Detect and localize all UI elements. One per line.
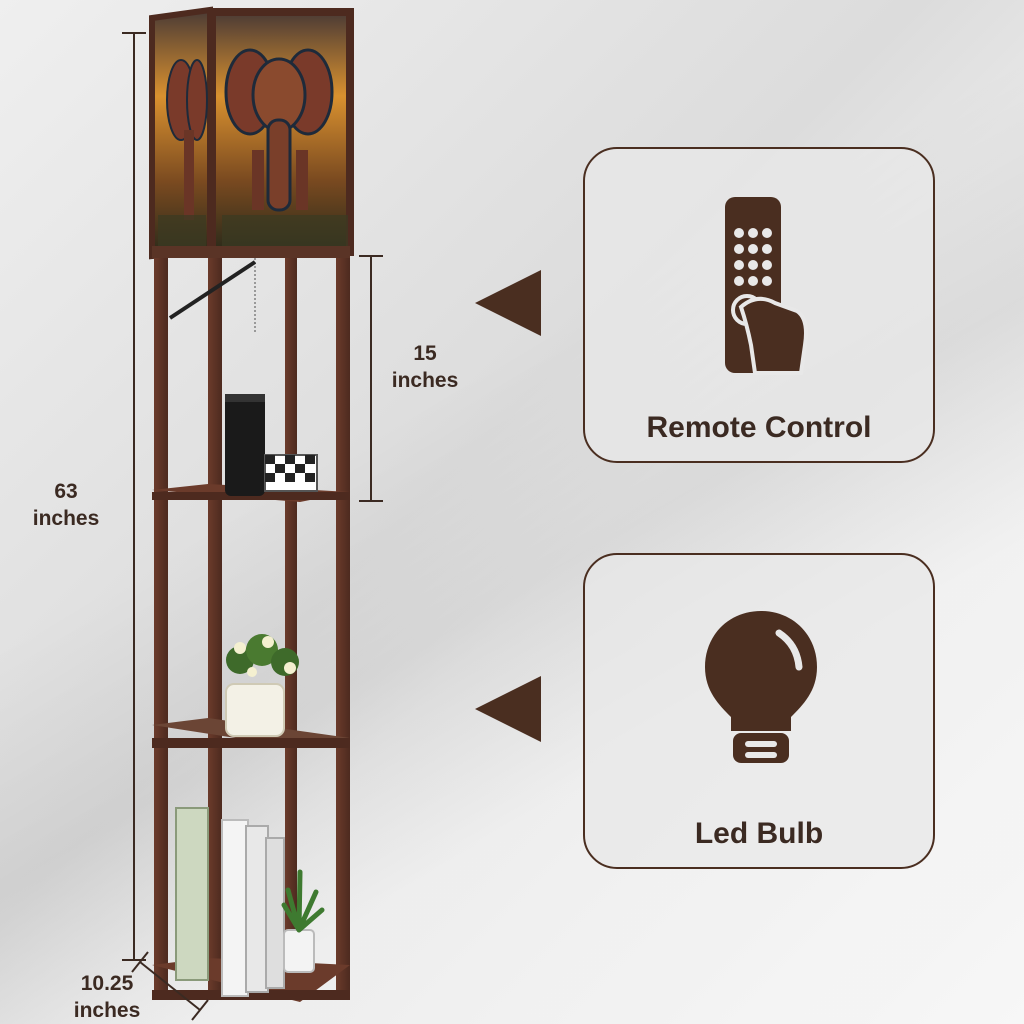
pointer-arrow-remote: [475, 270, 541, 336]
speaker: [225, 394, 265, 496]
pointer-arrow-bulb: [475, 676, 541, 742]
elephant-artwork-side: [158, 59, 208, 250]
feature-card-remote-control: Remote Control: [583, 147, 935, 463]
shelf-gap-value: 15: [413, 342, 437, 365]
pull-chain: [168, 258, 257, 332]
shelf-gap-label: 15 inches: [378, 340, 472, 394]
height-label: 63 inches: [20, 478, 112, 532]
remote-control-icon: [725, 197, 808, 375]
led-bulb-label: Led Bulb: [694, 817, 824, 850]
checkerboard: [264, 454, 318, 492]
flower-pot: [225, 634, 299, 737]
depth-dimension-line: [131, 951, 209, 1021]
depth-value: 10.25: [80, 972, 134, 995]
shelf-gap-dimension-line: [359, 255, 383, 502]
elephant-artwork-front: [222, 48, 348, 250]
depth-label: 10.25 inches: [58, 970, 156, 1024]
depth-unit: inches: [73, 999, 141, 1022]
remote-control-label: Remote Control: [646, 411, 872, 444]
height-value: 63: [54, 480, 78, 503]
books: [175, 807, 285, 997]
shelf-gap-unit: inches: [391, 369, 459, 392]
small-plant: [281, 869, 325, 973]
height-dimension-line: [122, 32, 146, 961]
light-bulb-icon: [705, 611, 817, 763]
lamp-shade: [149, 6, 354, 260]
feature-card-led-bulb: Led Bulb: [583, 553, 935, 869]
height-unit: inches: [32, 507, 100, 530]
